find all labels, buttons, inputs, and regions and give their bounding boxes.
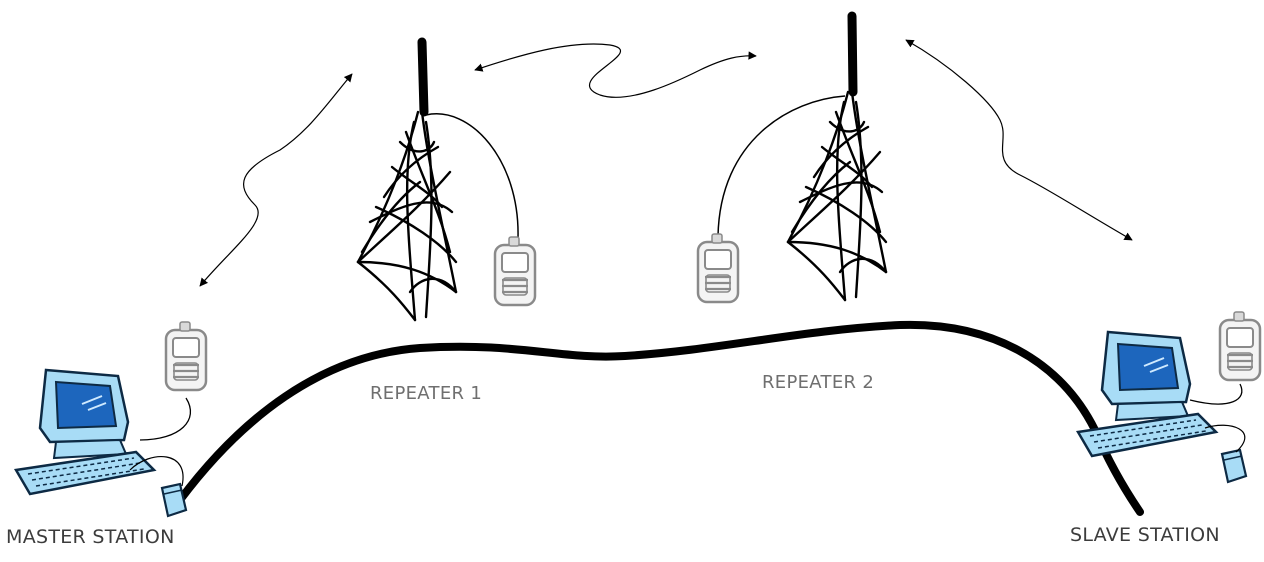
radio-icon bbox=[164, 320, 208, 392]
wireless-link-r1-r2 bbox=[474, 43, 757, 98]
antenna-icon bbox=[417, 37, 429, 117]
tower-icon bbox=[356, 110, 458, 322]
radio-icon bbox=[1218, 310, 1262, 382]
repeater-2-label: REPEATER 2 bbox=[762, 372, 875, 393]
mouse-icon bbox=[1220, 448, 1248, 484]
wireless-link-master-r1 bbox=[199, 73, 353, 287]
mouse-icon bbox=[160, 482, 188, 518]
ground-line bbox=[176, 320, 1144, 516]
computer-icon bbox=[14, 368, 156, 496]
radio-icon bbox=[696, 232, 740, 304]
computer-icon bbox=[1076, 330, 1218, 458]
repeater-1-label: REPEATER 1 bbox=[370, 383, 483, 404]
radio-icon bbox=[493, 235, 537, 307]
wireless-link-r2-slave bbox=[905, 39, 1133, 241]
slave-station-label: SLAVE STATION bbox=[1070, 524, 1220, 546]
tower-icon bbox=[786, 90, 888, 302]
master-station-label: MASTER STATION bbox=[6, 526, 175, 548]
antenna-icon bbox=[847, 11, 858, 97]
